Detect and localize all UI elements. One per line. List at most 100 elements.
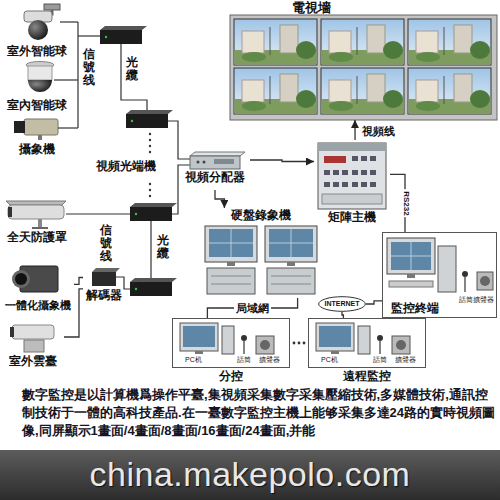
svg-polygon (130, 203, 177, 207)
svg-rect (265, 226, 317, 262)
distributor-node: 視頻分配器 (180, 150, 250, 190)
node-label: 矩陣主機 (328, 211, 376, 225)
connector (250, 160, 314, 162)
svg-circle (260, 340, 270, 350)
small-label: 話筒 (373, 356, 387, 364)
svg-rect (8, 207, 12, 217)
svg-rect (318, 143, 386, 151)
svg-rect (342, 182, 348, 187)
svg-path (77, 22, 78, 128)
fiber-and-signal-wires (66, 44, 192, 289)
branch-box: PC机話筒擴聲器分控 (172, 318, 290, 368)
svg-rect (352, 156, 358, 161)
svg-rect (370, 182, 376, 187)
fiber-label: 光纜 (157, 234, 169, 260)
small-label: PC机 (185, 356, 202, 364)
dvr-node: 硬盤錄象機 (200, 208, 322, 298)
svg-circle (203, 161, 206, 164)
dvr-workstations (205, 226, 317, 294)
wire-label: 信號线 (100, 224, 112, 264)
camera-node: 一體化攝象機 (2, 262, 74, 318)
connector (366, 301, 382, 304)
svg-line (379, 341, 380, 354)
camera-node: 室外雲臺 (2, 322, 64, 372)
svg-path (58, 127, 78, 128)
svg-rect (205, 226, 257, 262)
small-label: 擴聲器 (395, 356, 416, 364)
matrix-node: 矩陣主機 (314, 140, 390, 226)
svg-rect (92, 272, 116, 286)
svg-rect (195, 351, 203, 354)
node-label: 電視墻 (292, 1, 331, 16)
svg-circle (135, 213, 137, 215)
svg-circle (15, 273, 27, 285)
small-label: 擴聲器 (473, 296, 494, 304)
svg-rect (370, 170, 376, 175)
svg-rect (438, 246, 456, 292)
node-label: 一體化攝象機 (5, 299, 71, 312)
svg-circle (135, 288, 137, 290)
outdoor-dome-camera (24, 4, 60, 40)
svg-path (60, 21, 78, 22)
weather-housing-camera (6, 201, 66, 229)
caption-paragraph: 數字監控是以計算機爲操作平臺,集視頻采集數字采集壓縮技術,多媒體技術,通訊控制技… (22, 386, 496, 440)
svg-rect (28, 66, 52, 80)
svg-rect (10, 327, 14, 337)
ellipse-shape (319, 297, 366, 312)
distributor-device (190, 152, 245, 169)
svg-path (269, 229, 313, 257)
svg-rect (222, 326, 234, 354)
svg-circle (480, 276, 490, 286)
node-label: 室內智能球 (7, 99, 67, 113)
node-label: INTERNET (325, 296, 360, 312)
footer-band (0, 450, 500, 500)
svg-rect (318, 143, 386, 209)
camera-node: 攝象機 (2, 114, 72, 160)
svg-circle (293, 342, 296, 345)
svg-use (408, 19, 491, 65)
svg-use (321, 68, 404, 114)
svg-rect (333, 182, 339, 187)
matrix-rack (318, 143, 386, 209)
svg-circle (149, 133, 151, 135)
wire-label: 信號线 (83, 48, 95, 88)
integrated-camera (12, 266, 58, 292)
edge-label: 視頻线 (360, 125, 397, 137)
svg-rect (287, 262, 295, 266)
svg-rect (38, 219, 42, 227)
camera-node: 全天防護罩 (2, 198, 72, 248)
fiber-label: 光纜 (126, 56, 138, 82)
small-label: PC机 (321, 356, 338, 364)
svg-rect (214, 159, 234, 164)
camera-node: 室外智能球 (2, 2, 72, 60)
svg-polygon (130, 278, 177, 282)
remote-box: PC机話筒擴聲器遠程監控 (308, 318, 426, 368)
node-label: 監控終端 (391, 302, 439, 316)
svg-rect (8, 205, 64, 219)
watermark: china.makepolo.com (0, 455, 500, 494)
svg-line (464, 277, 465, 292)
svg-rect (32, 227, 48, 229)
camera-wires-upper (54, 22, 100, 128)
svg-rect (24, 119, 58, 135)
connector (64, 289, 83, 337)
svg-path (28, 80, 52, 92)
svg-rect (207, 268, 255, 294)
svg-rect (361, 170, 367, 175)
svg-rect (331, 351, 339, 354)
svg-rect (269, 229, 313, 257)
pan-tilt-camera (10, 325, 54, 352)
device-label: 視頻光端機 (96, 160, 156, 174)
svg-path (168, 121, 192, 159)
video-wall: 電視墻 (228, 0, 497, 120)
svg-use (234, 68, 317, 114)
svg-circle (105, 36, 107, 38)
indoor-dome-camera (26, 62, 54, 93)
node-label: 室外智能球 (7, 45, 67, 59)
svg-circle (149, 183, 151, 185)
connector (215, 190, 224, 208)
svg-path (116, 277, 130, 289)
connector (207, 298, 297, 318)
small-label: 擴聲器 (259, 356, 280, 364)
svg-rect (209, 229, 253, 257)
